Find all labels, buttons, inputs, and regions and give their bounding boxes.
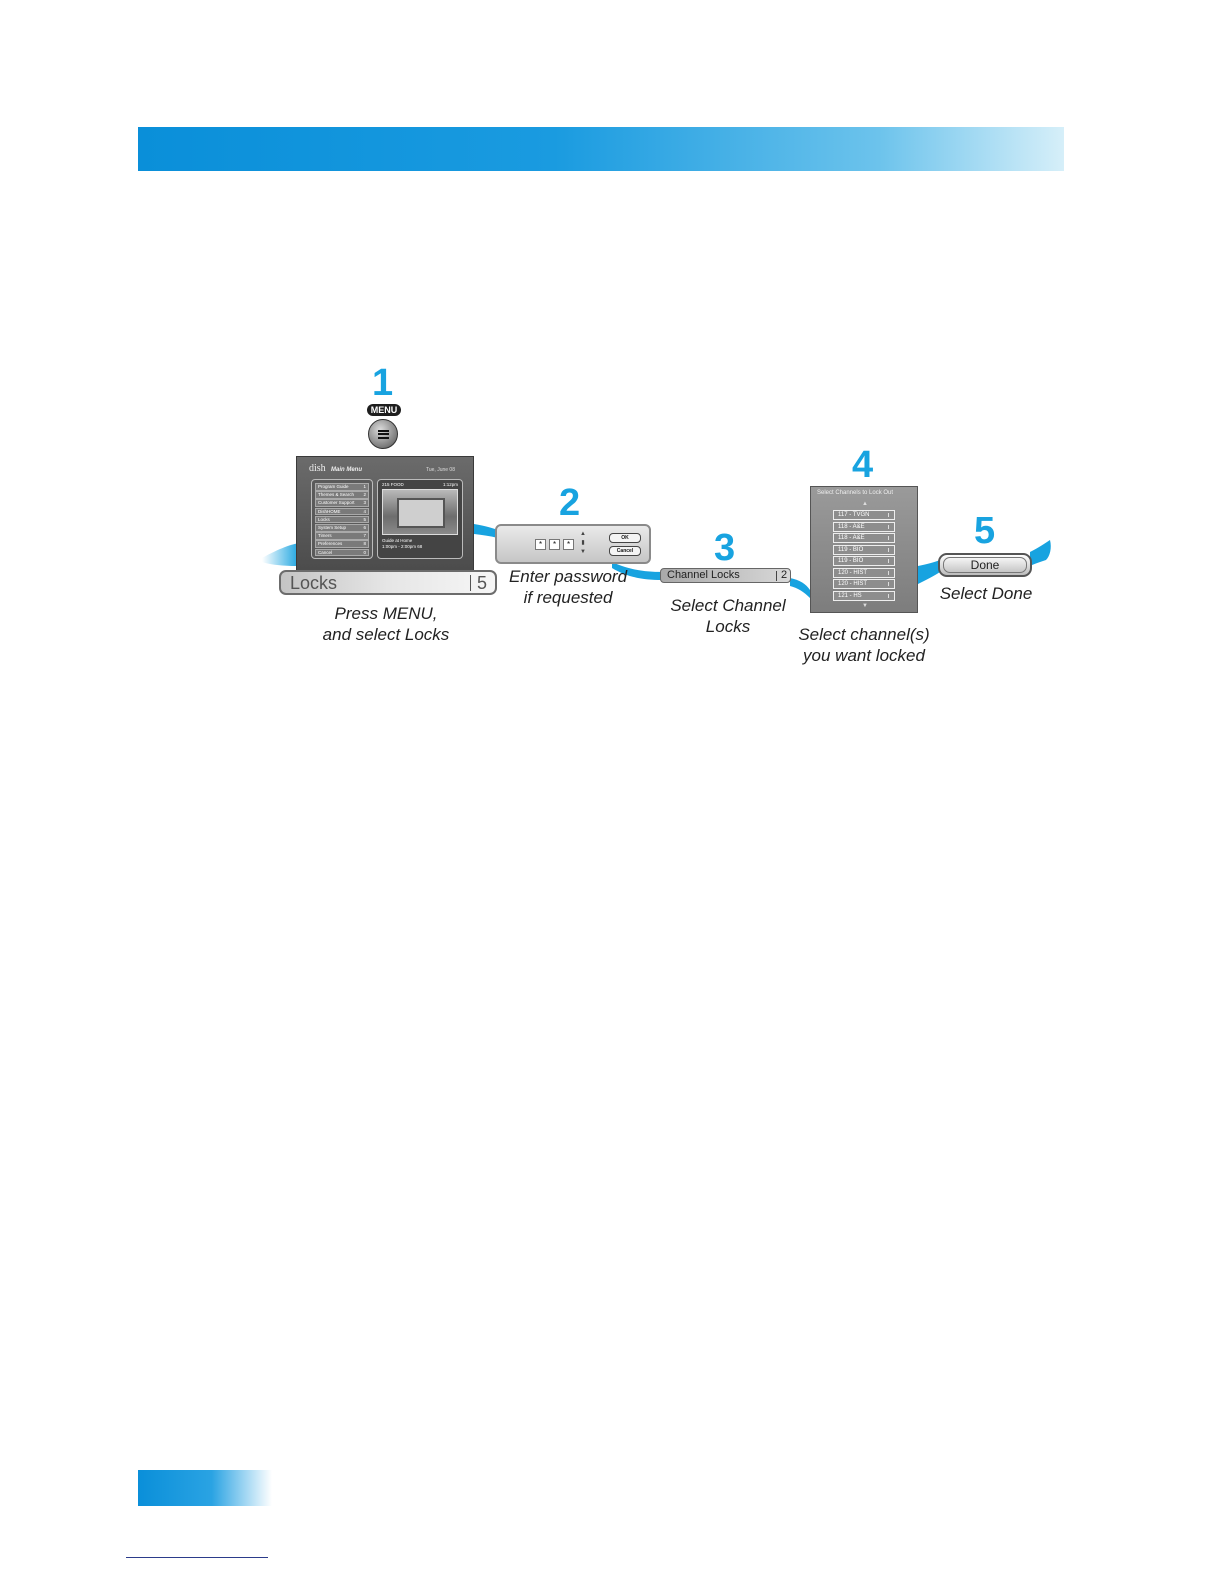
channel-item: 117 - TVGN [833, 510, 895, 520]
channel-item: 118 - A&E [833, 522, 895, 532]
main-menu-screen: dish Main Menu Tue, June 08 Program Guid… [296, 456, 474, 574]
locks-label: Locks [290, 573, 337, 594]
channel-list: 117 - TVGN 118 - A&E 118 - A&E 119 - BIO… [833, 510, 895, 602]
step-3-caption: Select Channel Locks [658, 595, 798, 637]
done-button: Done [938, 553, 1032, 577]
channel-locks-number: 2 [781, 569, 787, 581]
step-5-caption: Select Done [928, 583, 1044, 604]
step-5-number: 5 [974, 512, 995, 550]
header-bar [138, 127, 1064, 171]
step-2-caption: Enter password if requested [496, 566, 640, 608]
step-1-caption: Press MENU, and select Locks [300, 603, 472, 645]
password-dialog: * * * ▲▮▼ OK Cancel [495, 524, 651, 564]
channel-locks-bar: Channel Locks 2 [660, 568, 791, 583]
locks-menu-bar: Locks 5 [279, 570, 497, 595]
channel-item: 119 - BIO [833, 556, 895, 566]
step-3-number: 3 [714, 529, 735, 567]
channel-item: 121 - HS [833, 591, 895, 601]
menu-button-label: MENU [367, 404, 401, 416]
divider [776, 571, 777, 581]
locks-number: 5 [477, 573, 487, 594]
dish-logo: dish [309, 463, 326, 474]
main-menu-title: Main Menu [331, 467, 362, 473]
cancel-button: Cancel [609, 546, 641, 556]
ok-button: OK [609, 533, 641, 543]
main-menu-date: Tue, June 08 [426, 467, 455, 473]
preview-show: Guide at Home 1:00pm - 2:00pm 68 [382, 538, 422, 549]
preview-time: 1:12pm [443, 482, 458, 487]
done-button-label: Done [943, 557, 1027, 573]
channel-item: 120 - HIST [833, 579, 895, 589]
password-digit: * [563, 539, 574, 550]
footer-tab [138, 1470, 272, 1506]
step-1-number: 1 [372, 364, 393, 402]
divider [470, 575, 471, 591]
preview-window: 215 FOOD 1:12pm Guide at Home 1:00pm - 2… [377, 479, 463, 559]
password-digit: * [535, 539, 546, 550]
up-down-arrow-icon: ▲▮▼ [578, 530, 588, 560]
channel-item: 118 - A&E [833, 533, 895, 543]
channel-item: 120 - HIST [833, 568, 895, 578]
menu-button-icon [368, 419, 398, 449]
scroll-down-icon: ▼ [862, 603, 868, 609]
channel-item: 119 - BIO [833, 545, 895, 555]
password-digit: * [549, 539, 560, 550]
preview-image [382, 489, 458, 535]
scroll-up-icon: ▲ [862, 501, 868, 507]
channel-select-header: Select Channels to Lock Out [817, 490, 893, 496]
footer-line [126, 1557, 268, 1558]
step-2-number: 2 [559, 484, 580, 522]
step-4-number: 4 [852, 446, 873, 484]
step-4-caption: Select channel(s) you want locked [784, 624, 944, 666]
channel-select-screen: Select Channels to Lock Out ▲ 117 - TVGN… [810, 486, 918, 613]
preview-channel: 215 FOOD [382, 482, 404, 487]
channel-locks-label: Channel Locks [667, 569, 740, 581]
